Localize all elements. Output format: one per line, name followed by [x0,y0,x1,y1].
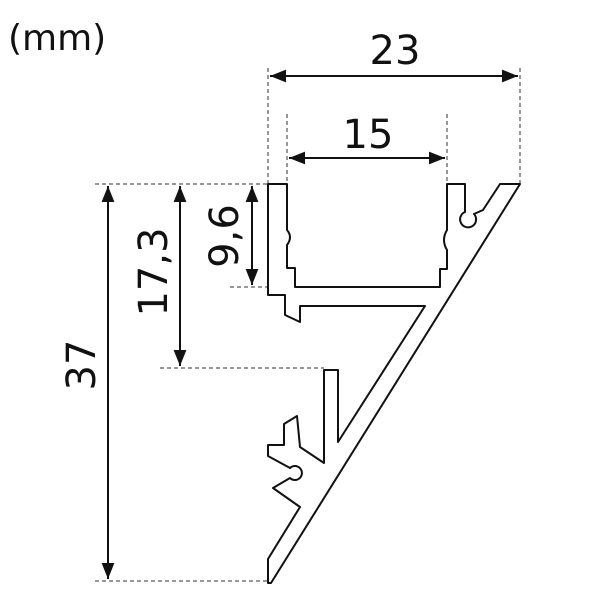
mid-height-label: 17,3 [131,227,177,316]
channel-depth-label: 9,6 [202,204,248,268]
dimension-inner-width: 15 [289,112,445,165]
dimension-mid-height: 17,3 [131,186,187,366]
aluminium-profile-outline [267,183,521,584]
unit-label: (mm) [8,18,106,59]
dimension-channel-depth: 9,6 [202,186,259,285]
extension-lines [95,68,521,582]
inner-width-label: 15 [343,112,394,158]
dimension-total-height: 37 [59,186,115,579]
overall-width-label: 23 [370,28,421,74]
total-height-label: 37 [59,340,105,391]
dimension-overall-width: 23 [270,28,518,83]
